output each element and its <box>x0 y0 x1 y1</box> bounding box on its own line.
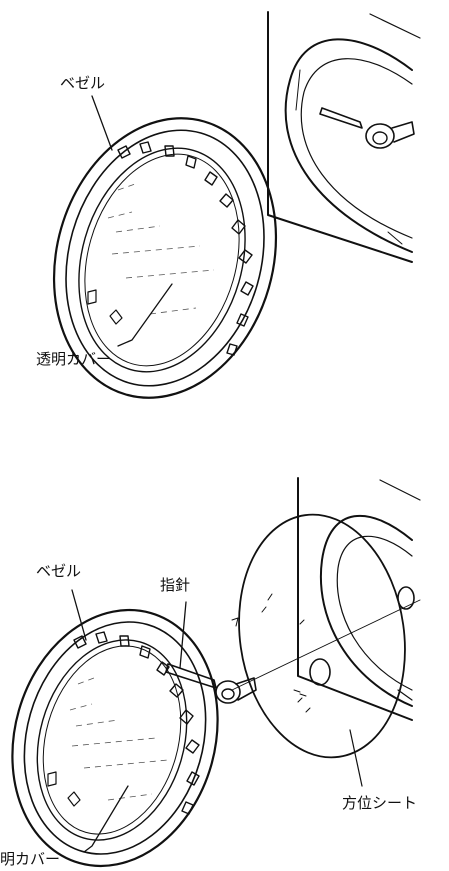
bottom-cover-label: 明カバー <box>0 850 60 868</box>
bottom-figure: ベゼル 指針 方位シート 明カバー <box>0 477 421 868</box>
bottom-bezel-leader <box>71 589 87 641</box>
top-bezel-ring <box>52 117 278 399</box>
assembly-axis-line <box>231 599 421 691</box>
bottom-cover-leader <box>83 785 129 853</box>
top-bezel-leader <box>91 95 113 151</box>
direction-sheet-disc <box>231 513 406 787</box>
top-cover-label: 透明カバー <box>36 350 111 368</box>
needle-label: 指針 <box>160 576 190 594</box>
top-transparent-cover <box>107 183 215 315</box>
top-cover-leader <box>117 283 173 347</box>
bottom-transparent-cover <box>69 677 169 801</box>
top-housing <box>267 11 421 263</box>
bottom-bezel-label: ベゼル <box>36 562 81 580</box>
direction-sheet-label: 方位シート <box>342 794 417 812</box>
bottom-housing <box>297 477 421 721</box>
top-figure: ベゼル 透明カバー <box>36 11 421 399</box>
top-bezel-label: ベゼル <box>60 74 105 92</box>
bottom-bezel-ring <box>11 608 219 868</box>
